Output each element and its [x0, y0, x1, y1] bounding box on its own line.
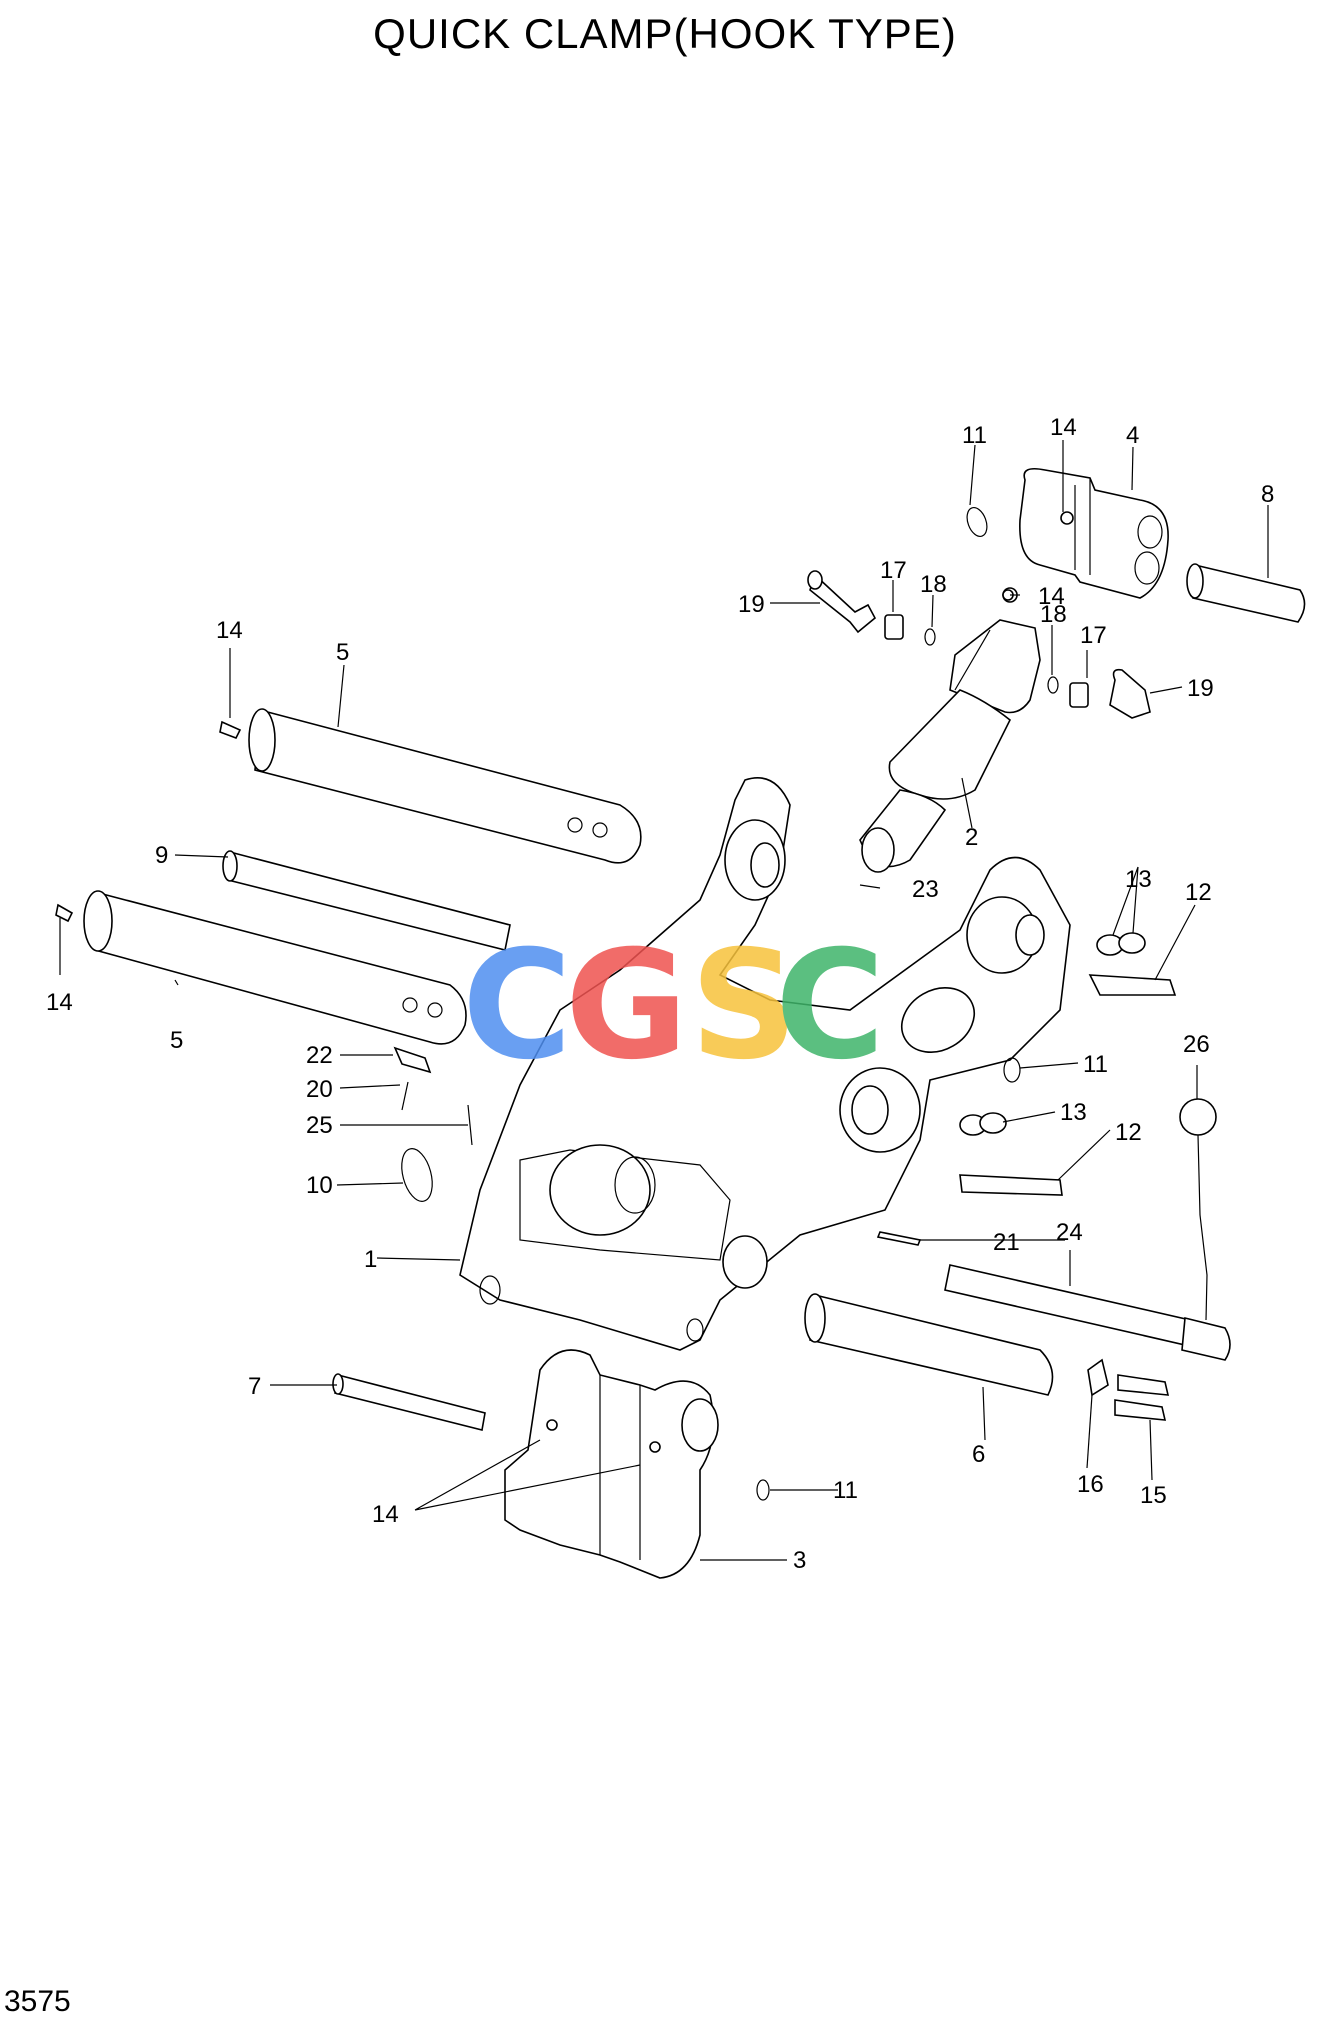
- callout-21: 21: [993, 1229, 1020, 1256]
- callout-12-lower: 12: [1115, 1119, 1142, 1146]
- part-9-pin: [222, 850, 511, 951]
- callout-11-top: 11: [962, 422, 987, 449]
- callout-6: 6: [972, 1441, 985, 1468]
- watermark-letter: C: [462, 919, 572, 1093]
- callout-8: 8: [1261, 481, 1274, 508]
- part-21-strip: [876, 1231, 922, 1246]
- watermark-letter: C: [775, 919, 885, 1093]
- callout-14-upper-pin: 14: [216, 617, 243, 644]
- callouts: 11 14 4 8 19 17 18 14 18 17 19 14 5 2 23…: [46, 414, 1274, 1574]
- callout-14-top: 14: [1050, 414, 1077, 441]
- callout-22: 22: [306, 1042, 333, 1069]
- callout-19-left: 19: [738, 591, 765, 618]
- part-11-ring-top: [966, 506, 988, 538]
- callout-14-hook: 14: [372, 1501, 399, 1528]
- callout-1: 1: [364, 1246, 377, 1273]
- callout-17-left: 17: [880, 557, 907, 584]
- callout-4: 4: [1126, 422, 1139, 449]
- part-5-pin-upper: [248, 708, 642, 864]
- part-11-ring-middle: [1003, 1057, 1021, 1083]
- parts-15-16: [1087, 1358, 1170, 1421]
- leader-lines: [59, 440, 1269, 1561]
- callout-9: 9: [155, 842, 168, 869]
- callout-10: 10: [306, 1172, 333, 1199]
- callout-19-right: 19: [1187, 675, 1214, 702]
- part-26-lanyard: [1179, 1098, 1217, 1321]
- part-1-main-frame: [459, 777, 1071, 1351]
- page-number: 3575: [4, 1985, 71, 2018]
- callout-2: 2: [965, 824, 978, 851]
- callout-12-upper: 12: [1185, 879, 1212, 906]
- fittings-17-18-19: [807, 570, 1151, 719]
- callout-14-lower-pin: 14: [46, 989, 73, 1016]
- part-10-ring: [401, 1148, 433, 1202]
- parts-12-13-nuts-bolts: [959, 932, 1177, 1196]
- part-5-pin-lower: [83, 890, 467, 1045]
- callout-5-upper: 5: [336, 639, 349, 666]
- callout-7: 7: [248, 1373, 261, 1400]
- part-8-pin: [1186, 563, 1306, 623]
- callout-11-middle: 11: [1083, 1051, 1108, 1078]
- callout-15: 15: [1140, 1482, 1167, 1509]
- callout-13-upper: 13: [1125, 866, 1152, 893]
- diagram-title: QUICK CLAMP(HOOK TYPE): [373, 10, 957, 57]
- callout-17-right: 17: [1080, 622, 1107, 649]
- callout-16: 16: [1077, 1471, 1104, 1498]
- callout-18-right: 18: [1040, 601, 1067, 628]
- watermark-letter: G: [565, 919, 688, 1093]
- callout-3: 3: [793, 1547, 806, 1574]
- callout-23: 23: [912, 876, 939, 903]
- callout-20: 20: [306, 1076, 333, 1103]
- part-14-grease-nipples: [55, 589, 1014, 923]
- parts-22-20-25: [393, 1046, 473, 1146]
- callout-24: 24: [1056, 1219, 1083, 1246]
- part-4-clamp-block: [1019, 467, 1169, 599]
- part-11-ring-bottom: [756, 1479, 770, 1501]
- callout-26: 26: [1183, 1031, 1210, 1058]
- watermark-letter: S: [690, 919, 798, 1093]
- callout-14-cylinder: 14: [1038, 583, 1065, 610]
- part-6-pin: [804, 1293, 1054, 1396]
- part-2-cylinder: [859, 587, 1041, 873]
- callout-25: 25: [306, 1112, 333, 1139]
- callout-13-lower: 13: [1060, 1099, 1087, 1126]
- callout-11-bottom: 11: [833, 1477, 858, 1504]
- callout-18-left: 18: [920, 571, 947, 598]
- callout-5-lower: 5: [170, 1027, 183, 1054]
- part-7-pin: [332, 1373, 486, 1431]
- part-24-pin: [944, 1264, 1231, 1361]
- part-3-hook-block: [504, 1349, 719, 1579]
